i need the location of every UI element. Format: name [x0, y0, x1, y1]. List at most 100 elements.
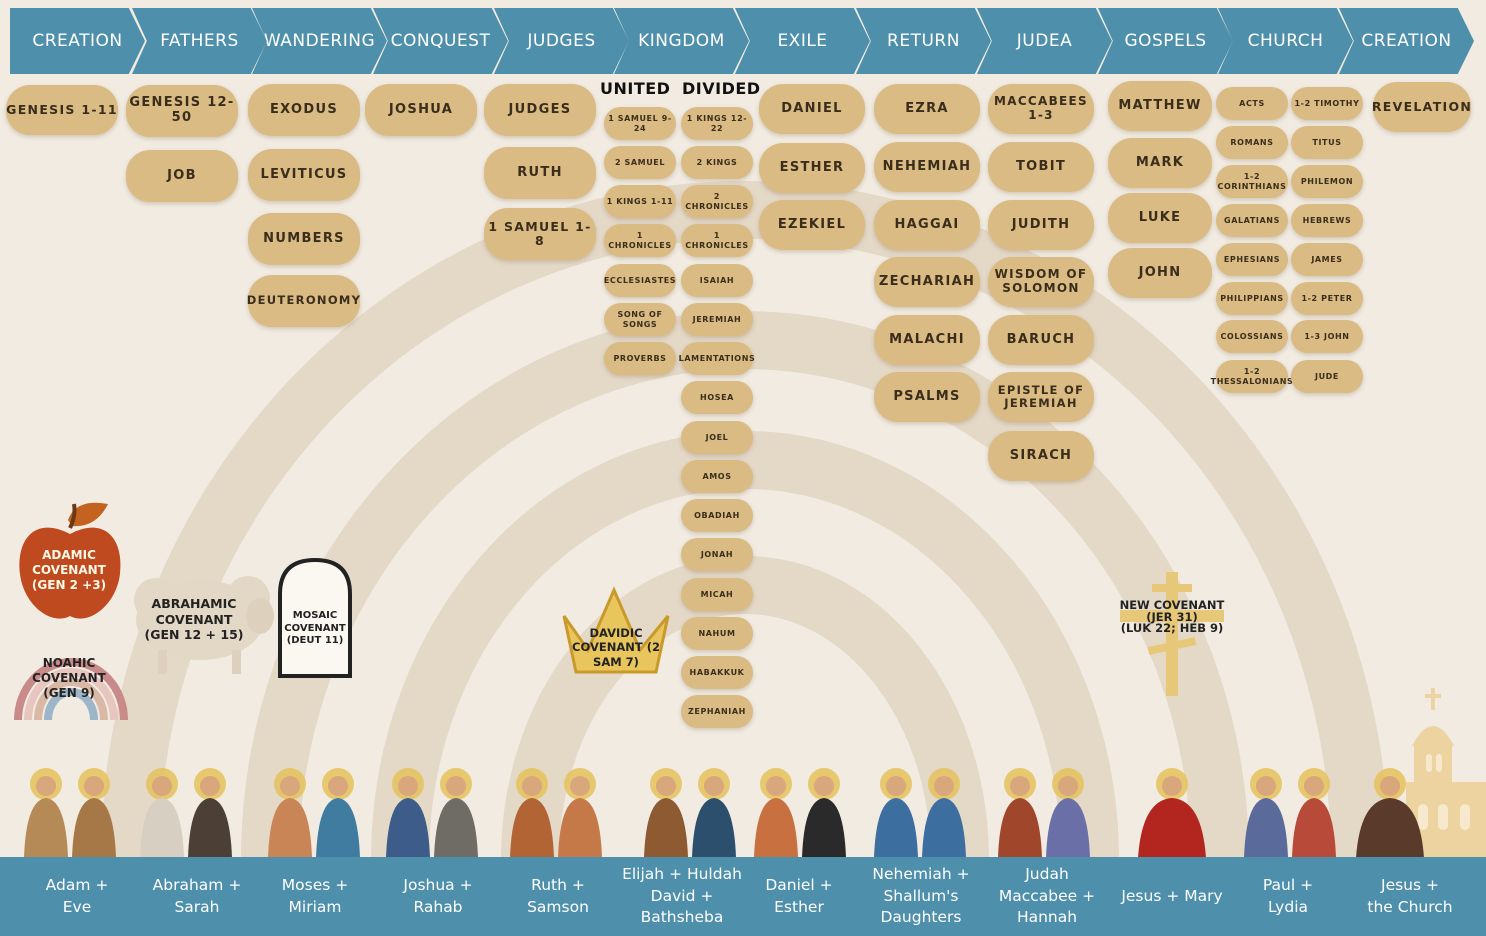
book-jonah[interactable]: JONAH [681, 538, 753, 571]
icon-elijah-huldah-david-bathsheba [630, 758, 750, 858]
book-genesis-12-50[interactable]: GENESIS 12-50 [126, 85, 238, 137]
book-exodus[interactable]: EXODUS [248, 84, 360, 136]
book-numbers[interactable]: NUMBERS [248, 213, 360, 265]
book-ephesians[interactable]: EPHESIANS [1216, 243, 1288, 276]
book-acts[interactable]: ACTS [1216, 87, 1288, 120]
book-luke[interactable]: LUKE [1108, 193, 1212, 243]
book-judges[interactable]: JUDGES [484, 84, 596, 136]
orthodox-cross-icon [1118, 572, 1226, 696]
book-deuteronomy[interactable]: DEUTERONOMY [247, 275, 360, 327]
book-daniel[interactable]: DANIEL [759, 84, 865, 134]
adamic-covenant-label: ADAMIC COVENANT (GEN 2 +3) [31, 548, 107, 592]
book-2-chronicles[interactable]: 2 CHRONICLES [681, 185, 753, 218]
book-philemon[interactable]: PHILEMON [1291, 165, 1363, 198]
book-galatians[interactable]: GALATIANS [1216, 204, 1288, 237]
era-judea: JUDEA [977, 8, 1112, 74]
book-1-chronicles[interactable]: 1 CHRONICLES [681, 224, 753, 257]
book-genesis-1-11[interactable]: GENESIS 1-11 [6, 85, 118, 135]
book-baruch[interactable]: BARUCH [988, 315, 1094, 365]
person-label-joshua-rahab: Joshua + Rahab [403, 875, 473, 916]
era-conquest: CONQUEST [373, 8, 508, 74]
book-1-2-corinthians[interactable]: 1-2 CORINTHIANS [1216, 165, 1288, 198]
book-sirach[interactable]: SIRACH [988, 431, 1094, 481]
book-mark[interactable]: MARK [1108, 138, 1212, 188]
book-joshua[interactable]: JOSHUA [365, 84, 477, 136]
book-1-2-peter[interactable]: 1-2 PETER [1291, 282, 1363, 315]
icon-abraham-sarah [126, 758, 246, 858]
stone-tablet-icon [276, 556, 354, 680]
book-john[interactable]: JOHN [1108, 248, 1212, 298]
book-philippians[interactable]: PHILIPPIANS [1216, 282, 1288, 315]
book-1-3-john[interactable]: 1-3 JOHN [1291, 320, 1363, 353]
book-1-kings-12-22[interactable]: 1 KINGS 12-22 [681, 107, 753, 140]
era-creation-new: CREATION [1339, 8, 1474, 74]
book-titus[interactable]: TITUS [1291, 126, 1363, 159]
book-amos[interactable]: AMOS [681, 460, 753, 493]
book-obadiah[interactable]: OBADIAH [681, 499, 753, 532]
era-judges: JUDGES [494, 8, 629, 74]
era-gospels: GOSPELS [1098, 8, 1233, 74]
book-colossians[interactable]: COLOSSIANS [1216, 320, 1288, 353]
book-lamentations[interactable]: LAMENTATIONS [679, 342, 755, 375]
divided-kingdom-header: DIVIDED [682, 79, 761, 98]
book-nehemiah[interactable]: NEHEMIAH [874, 142, 980, 192]
rainbow-icon [12, 628, 130, 722]
book-romans[interactable]: ROMANS [1216, 126, 1288, 159]
book-psalms[interactable]: PSALMS [874, 372, 980, 422]
book-isaiah[interactable]: ISAIAH [681, 264, 753, 297]
book-malachi[interactable]: MALACHI [874, 315, 980, 365]
icon-adam-eve [10, 758, 130, 858]
book-ruth[interactable]: RUTH [484, 147, 596, 199]
book-1-samuel-9-24[interactable]: 1 SAMUEL 9-24 [604, 107, 676, 140]
book-ezra[interactable]: EZRA [874, 84, 980, 134]
book-joel[interactable]: JOEL [681, 421, 753, 454]
book-hebrews[interactable]: HEBREWS [1291, 204, 1363, 237]
book-james[interactable]: JAMES [1291, 243, 1363, 276]
book-jeremiah[interactable]: JEREMIAH [681, 303, 753, 336]
book-1-samuel-1-8[interactable]: 1 SAMUEL 1-8 [484, 208, 596, 260]
book-jude[interactable]: JUDE [1291, 360, 1363, 393]
book-tobit[interactable]: TOBIT [988, 142, 1094, 192]
united-kingdom-header: UNITED [600, 79, 671, 98]
book-haggai[interactable]: HAGGAI [874, 200, 980, 250]
book-judith[interactable]: JUDITH [988, 200, 1094, 250]
book-2-kings[interactable]: 2 KINGS [681, 146, 753, 179]
book-1-kings-1-11[interactable]: 1 KINGS 1-11 [604, 185, 676, 218]
book-revelation[interactable]: REVELATION [1372, 82, 1471, 132]
book-epistle-of-jeremiah[interactable]: EPISTLE OF JEREMIAH [988, 372, 1094, 422]
book-leviticus[interactable]: LEVITICUS [248, 149, 360, 201]
person-label-abraham-sarah: Abraham + Sarah [152, 875, 242, 916]
book-micah[interactable]: MICAH [681, 578, 753, 611]
book-wisdom-of-solomon[interactable]: WISDOM OF SOLOMON [988, 257, 1094, 307]
book-ecclesiastes[interactable]: ECCLESIASTES [604, 264, 676, 297]
new-covenant-title: NEW COVENANT [1119, 598, 1225, 612]
era-return: RETURN [856, 8, 991, 74]
new-covenant-label: NEW COVENANT (JER 31) (LUK 22; HEB 9) [1118, 598, 1226, 635]
icon-ruth-samson [496, 758, 616, 858]
book-ezekiel[interactable]: EZEKIEL [759, 200, 865, 250]
book-2-samuel[interactable]: 2 SAMUEL [604, 146, 676, 179]
person-label-daniel-esther: Daniel + Esther [765, 875, 833, 916]
book-nahum[interactable]: NAHUM [681, 617, 753, 650]
book-hosea[interactable]: HOSEA [681, 381, 753, 414]
book-matthew[interactable]: MATTHEW [1108, 81, 1212, 131]
book-zechariah[interactable]: ZECHARIAH [874, 257, 980, 307]
person-label-jesus-church: Jesus + the Church [1367, 875, 1453, 916]
era-church: CHURCH [1218, 8, 1353, 74]
icon-judah-maccabee-hannah [984, 758, 1104, 858]
person-label-ruth-samson: Ruth + Samson [527, 875, 589, 916]
new-covenant-ref-2: (LUK 22; HEB 9) [1120, 621, 1224, 635]
book-zephaniah[interactable]: ZEPHANIAH [681, 695, 753, 728]
book-maccabees-1-3[interactable]: MACCABEES 1-3 [988, 84, 1094, 134]
book-1-2-timothy[interactable]: 1-2 TIMOTHY [1291, 87, 1363, 120]
book-1-2-thessalonians[interactable]: 1-2 THESSALONIANS [1211, 360, 1293, 393]
book-proverbs[interactable]: PROVERBS [604, 342, 676, 375]
book-habakkuk[interactable]: HABAKKUK [681, 656, 753, 689]
book-song-of-songs[interactable]: SONG OF SONGS [604, 303, 676, 336]
book-job[interactable]: JOB [126, 150, 238, 202]
book-esther[interactable]: ESTHER [759, 143, 865, 193]
era-fathers: FATHERS [132, 8, 267, 74]
noahic-covenant-label: NOAHIC COVENANT (GEN 9) [32, 656, 106, 700]
book-1-chronicles[interactable]: 1 CHRONICLES [604, 224, 676, 257]
